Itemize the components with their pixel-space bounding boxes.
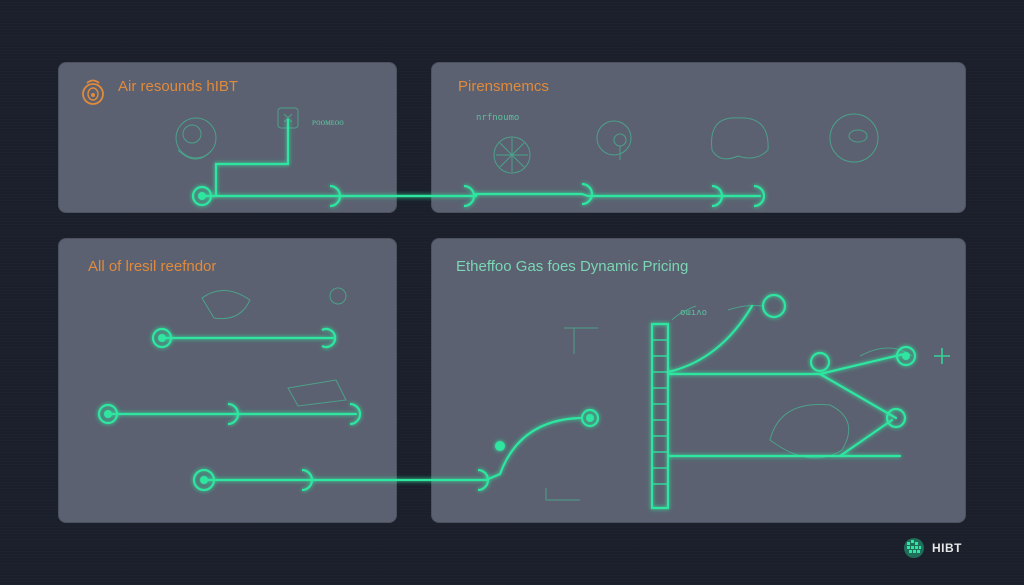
node-arrow-2 — [463, 184, 476, 208]
node-bottom-right-2 — [761, 293, 787, 319]
node-arrow-4 — [711, 184, 724, 208]
node-arrow-1 — [329, 184, 342, 208]
node-bottom-right-1 — [580, 408, 600, 428]
sketch-head-icon — [175, 117, 217, 160]
panel-title-top-left: Air resounds hIBT — [118, 78, 239, 95]
sketch-pin-icon — [596, 120, 632, 160]
sketch-globe-icon — [493, 136, 531, 174]
sketch-pad-icon — [201, 287, 347, 320]
node-arrow-8 — [349, 402, 362, 426]
node-start-bottom — [192, 468, 216, 492]
sketch-box-icon — [287, 379, 347, 407]
panel-top-right — [431, 62, 966, 213]
plus-icon — [934, 348, 950, 364]
connector-bottom-right-rise — [484, 416, 582, 482]
connector-vertical-bar — [650, 322, 670, 510]
sketch-hand-icon — [769, 347, 913, 459]
panel-title-bottom-right: Etheffoo Gas foes Dynamic Pricing — [456, 258, 689, 275]
node-arrow-3 — [581, 182, 594, 206]
panel-title-bottom-left: All of lresil reefndor — [88, 258, 217, 275]
node-arrow-7 — [227, 402, 240, 426]
connector-line-top — [200, 192, 762, 198]
sketch-gear-icon — [829, 113, 879, 163]
node-arrow-9 — [301, 468, 314, 492]
panel-top-left — [58, 62, 397, 213]
connector-branch-5 — [838, 418, 894, 458]
scribble-label-1: ᴘᴏᴏᴍᴇᴏᴏ — [312, 118, 344, 128]
node-start-bl2 — [97, 403, 119, 425]
connector-branch-4 — [818, 372, 898, 420]
sketch-brain-icon — [711, 117, 769, 160]
node-bottom-right-4 — [885, 407, 907, 429]
node-arrow-5 — [753, 184, 766, 208]
scribble-label-2: nrfnoumo — [476, 113, 520, 123]
node-bottom-right-5 — [895, 345, 917, 367]
globe-logo-icon — [904, 538, 924, 558]
node-arrow-6 — [321, 327, 337, 349]
panel-bottom-left — [58, 238, 397, 523]
panel-title-top-right: Pirensmemcs — [458, 78, 549, 95]
scribble-label-3: oɯıʌo — [680, 308, 708, 318]
brand-logo: HIBT — [902, 536, 962, 560]
brand-name: HIBT — [932, 541, 962, 555]
panel-bottom-right — [431, 238, 966, 523]
node-start-bl1 — [151, 327, 173, 349]
connector-branch-1 — [666, 304, 754, 374]
node-start-top — [191, 185, 213, 207]
lantern-icon — [82, 79, 104, 105]
connector-branch-top — [214, 118, 290, 198]
node-bottom-right-3 — [809, 351, 831, 373]
node-arrow-10 — [477, 468, 490, 492]
